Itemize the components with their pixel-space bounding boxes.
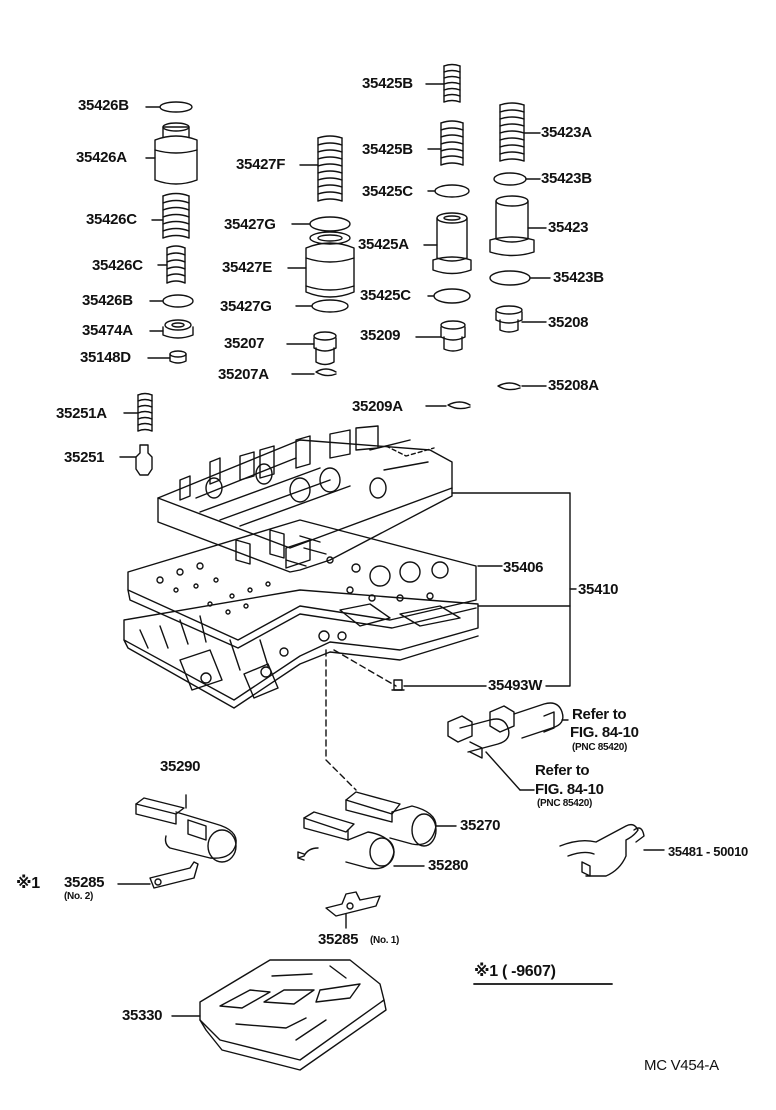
label-35426B-top: 35426B [78,97,129,114]
label-35330: 35330 [122,1007,163,1024]
label-35406: 35406 [503,559,544,576]
o-ring-35427G-b [295,299,349,313]
solenoid-35270 [345,791,457,847]
o-ring-35427G-a [291,216,351,232]
separator-plate-and-gaskets [127,519,477,649]
label-35427G-b: 35427G [220,298,272,315]
check-ball-35251 [119,444,153,476]
o-ring-35423B-a [493,172,541,186]
label-35425C-a: 35425C [362,183,413,200]
note-bottom: ※1 ( -9607) [474,963,556,980]
clip-35209A [425,401,471,410]
label-35426C-a: 35426C [86,211,137,228]
spring-35426C-b [157,245,186,284]
label-35493W: 35493W [488,677,543,694]
ref1-line1: Refer to [572,706,627,723]
ref1-line2: FIG. 84-10 [570,724,639,741]
label-35209: 35209 [360,327,401,344]
plug-35209 [415,320,466,352]
mark-left: ※1 [16,875,40,892]
o-ring-35423B-b [489,270,551,286]
label-35425B-a: 35425B [362,75,413,92]
label-35207A: 35207A [218,366,269,383]
label-35207: 35207 [224,335,265,352]
o-ring-35425C-a [427,184,470,198]
dashed-leader-2 [333,649,397,687]
accumulator-piston-35423 [489,195,547,257]
o-ring-35426B-top [145,101,193,113]
ref2-pnc: (PNC 85420) [537,798,593,809]
spring-35425B-a [425,63,461,103]
wire-35481 [559,823,665,877]
leader-lines-35406-35410 [451,492,577,687]
ref2-line1: Refer to [535,762,590,779]
label-35423A: 35423A [541,124,592,141]
ref1-pnc: (PNC 85420) [572,742,628,753]
dashed-leader [325,649,357,791]
label-35425C-b: 35425C [360,287,411,304]
clip-35285-no1 [325,891,381,929]
solenoid-lower-right [447,715,535,791]
ref2-line2: FIG. 84-10 [535,781,604,798]
accumulator-piston-35426A [145,122,198,185]
label-35285-no1: 35285 [318,931,359,948]
label-35426B-bottom: 35426B [82,292,133,309]
label-35209A: 35209A [352,398,403,415]
o-ring-35425C-b [427,288,471,304]
label-35208A: 35208A [548,377,599,394]
label-35481-50010: 35481 - 50010 [668,844,748,859]
label-35290: 35290 [160,758,201,775]
accumulator-piston-35427E [287,231,355,298]
label-35285-no1-note: (No. 1) [370,935,400,946]
label-35425B-b: 35425B [362,141,413,158]
plug-35207 [286,331,337,366]
spring-35423A [499,102,541,162]
label-35208: 35208 [548,314,589,331]
solenoid-35290 [135,794,237,863]
label-35425A: 35425A [358,236,409,253]
label-35427E: 35427E [222,259,272,276]
retainer-35148D [147,350,187,364]
label-35148D: 35148D [80,349,131,366]
label-35251: 35251 [64,449,105,466]
label-35280: 35280 [428,857,469,874]
spring-35426C-a [151,192,190,239]
label-35426A: 35426A [76,149,127,166]
label-35410: 35410 [578,581,619,598]
figure-code: MC V454-A [644,1057,719,1074]
bolt-35493W [391,679,487,691]
label-35474A: 35474A [82,322,133,339]
o-ring-35426B-bottom [149,294,194,308]
strainer-35330 [171,959,387,1071]
lower-valve-body [123,589,479,709]
label-35270: 35270 [460,817,501,834]
upper-valve-body [157,425,453,573]
solenoid-upper-right [489,702,569,739]
label-35423B-a: 35423B [541,170,592,187]
plug-35474A [149,319,194,339]
solenoid-35280 [297,811,425,870]
clip-35285-no2 [117,861,199,889]
clip-35207A [291,368,337,377]
label-35285-no2-note: (No. 2) [64,891,94,902]
spring-35427F [299,135,343,202]
label-35251A: 35251A [56,405,107,422]
label-35427F: 35427F [236,156,286,173]
spring-35251A [123,392,153,432]
label-35427G-a: 35427G [224,216,276,233]
spring-35425B-b [427,120,464,166]
label-35423: 35423 [548,219,589,236]
plug-35208 [495,305,547,333]
label-35285-no2: 35285 [64,874,105,891]
clip-35208A [497,382,547,391]
label-35423B-b: 35423B [553,269,604,286]
accumulator-piston-35425A [423,212,472,275]
label-35426C-b: 35426C [92,257,143,274]
